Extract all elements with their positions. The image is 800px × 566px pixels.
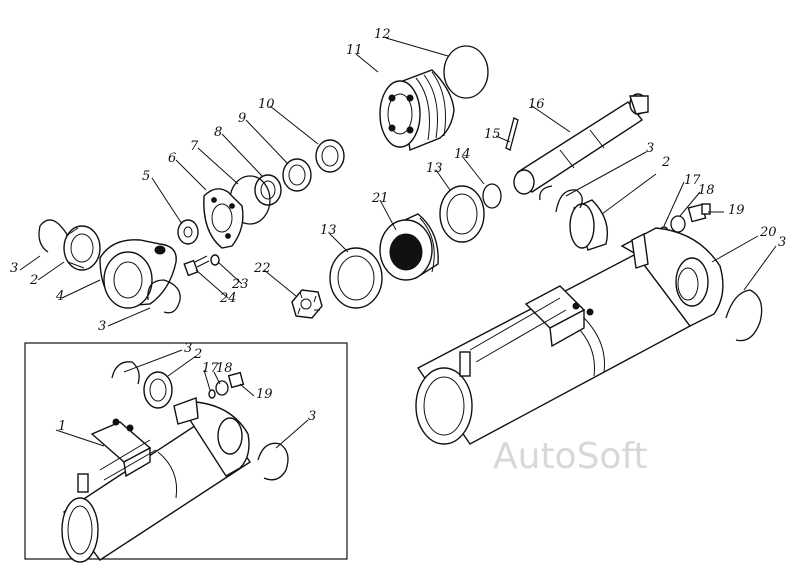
callout-14: 14 — [454, 147, 471, 162]
callout-19-main: 19 — [728, 203, 745, 218]
callout-13-upper: 13 — [426, 161, 443, 176]
part-2-bushing-right — [569, 199, 609, 251]
callout-5: 5 — [142, 169, 150, 184]
part-16-rod — [513, 93, 649, 195]
part-2-bushing-left — [63, 225, 101, 271]
callout-3-right: 3 — [646, 141, 654, 156]
callout-19-inset: 19 — [256, 387, 273, 402]
leader-lines — [19, 37, 777, 449]
part-15-cotter-pin — [505, 117, 519, 151]
part-3-ring-b — [147, 279, 181, 314]
callout-2-inset: 2 — [193, 347, 202, 362]
callout-20: 20 — [759, 225, 777, 240]
callout-10: 10 — [258, 97, 275, 112]
part-20-ring — [725, 289, 763, 342]
part-11-piston — [379, 69, 455, 151]
part-3-ring-c-gap — [539, 185, 553, 201]
callout-3-left-top: 3 — [10, 261, 18, 276]
part-6-flange — [203, 188, 244, 249]
part-9-bushing — [282, 158, 312, 192]
part-5-washer — [177, 219, 199, 245]
callout-21: 21 — [371, 191, 389, 206]
callout-2-right: 2 — [661, 155, 670, 170]
callout-2-left: 2 — [29, 273, 38, 288]
callout-13-lower: 13 — [320, 223, 337, 238]
inset-part-18-ring — [215, 380, 229, 396]
callout-4: 4 — [55, 289, 64, 304]
callout-16: 16 — [528, 97, 545, 112]
callout-23: 23 — [231, 277, 249, 292]
callout-3-inset-right: 3 — [308, 409, 316, 424]
callout-18-inset: 18 — [216, 361, 233, 376]
inset-cylinder-body — [61, 397, 251, 563]
callout-8: 8 — [214, 125, 222, 140]
callout-11: 11 — [346, 43, 363, 58]
part-4-end-cap — [99, 239, 177, 309]
callout-24: 24 — [219, 291, 237, 306]
part-10-bushing — [315, 139, 345, 173]
callout-labels: 1 2 2 2 3 3 3 3 3 3 4 5 6 7 8 9 10 11 12… — [10, 27, 786, 434]
main-cylinder-body — [415, 227, 724, 445]
part-3-ring-a — [38, 219, 69, 253]
part-13-seal-lower — [329, 247, 383, 309]
part-19-fitting — [687, 203, 711, 223]
inset-frame — [24, 342, 348, 560]
callout-7: 7 — [190, 139, 199, 154]
callout-22: 22 — [253, 261, 271, 276]
part-23-washer — [210, 254, 220, 266]
part-24-bolt — [183, 255, 210, 277]
callout-3-left-bottom: 3 — [98, 319, 106, 334]
callout-18-main: 18 — [698, 183, 715, 198]
callout-15: 15 — [484, 127, 501, 142]
callout-6: 6 — [168, 151, 176, 166]
inset-part-3-ring-b — [257, 442, 289, 481]
part-13-seal-upper — [439, 185, 485, 243]
callout-3-inset-top: 3 — [184, 341, 192, 356]
part-21-piston — [379, 213, 439, 281]
callout-3-far-right: 3 — [778, 235, 786, 250]
part-14-ring — [482, 183, 502, 209]
inset-part-17-washer — [208, 389, 216, 399]
inset-part-19-fitting — [227, 371, 245, 389]
callout-12: 12 — [374, 27, 391, 42]
inset-part-3-ring-a — [111, 361, 140, 385]
callout-17-inset: 17 — [202, 361, 219, 376]
part-18-ring — [670, 215, 686, 233]
callout-1: 1 — [58, 419, 66, 434]
watermark: AutoSoft — [493, 436, 648, 477]
callout-17-main: 17 — [684, 173, 701, 188]
callout-9: 9 — [238, 111, 246, 126]
inset-part-2-bushing — [143, 371, 173, 409]
part-22-castle-nut — [291, 289, 323, 319]
part-12-oring — [443, 45, 489, 99]
